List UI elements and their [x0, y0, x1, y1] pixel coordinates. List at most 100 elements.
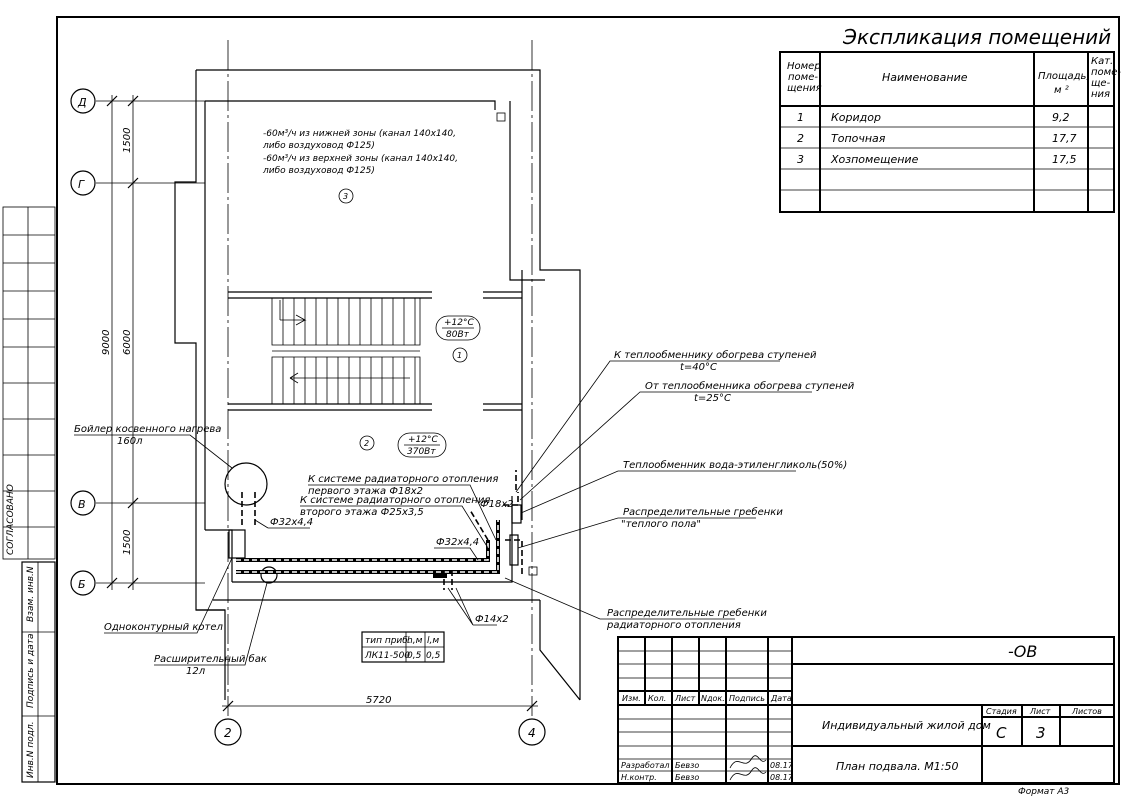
pipe-label-14: Ф14х2 [475, 614, 509, 625]
callout-exp-tank-vol: 12л [186, 666, 206, 677]
header-num-line: поме- [788, 72, 818, 83]
room-tag-3: 3 [343, 192, 348, 201]
vent-note-3: -60м³/ч из верхней зоны (канал 140х140, [263, 154, 458, 164]
floor-manifold [509, 534, 519, 566]
axis-v-label: В [78, 498, 86, 511]
control-signature [729, 767, 767, 781]
header-cat-line: Кат. [1091, 56, 1113, 67]
axis-4-marker [518, 718, 546, 746]
callouts: Бойлер косвенного нагрева 160л Одноконту… [74, 349, 855, 677]
control-date: 08.17 [770, 773, 794, 782]
sheet-header: Лист [1029, 707, 1051, 716]
header-cat-line: ще- [1091, 78, 1111, 89]
header-area-line: Площадь, [1038, 71, 1090, 82]
tb-col-sign: Подпись [729, 694, 765, 703]
axis-d-marker [70, 88, 96, 114]
axis-g-marker [70, 170, 96, 196]
radiator-manifold [433, 571, 447, 578]
callout-exp-tank: Расширительный бак [154, 653, 267, 665]
explication-title: Экспликация помещений [842, 25, 1111, 49]
axis-4-label: 4 [528, 726, 536, 740]
row-num: 3 [797, 153, 804, 166]
developer-signature [729, 755, 767, 769]
row-area: 17,5 [1052, 153, 1077, 166]
axis-d-label: Д [77, 96, 87, 109]
boiler-tank [224, 462, 268, 506]
temp-room2: +12°C [408, 435, 438, 445]
tb-col-list: Лист [674, 694, 696, 703]
agreed-label: СОГЛАСОВАНО [6, 484, 16, 555]
axis-v-marker [70, 490, 96, 516]
callout-from-hx-t: t=25°С [694, 393, 731, 404]
sign-date-label: Подпись и дата [26, 633, 36, 708]
title-block: -ОВ Изм. Кол. Лист Nдок. Подпись Дата Ин… [617, 636, 1115, 797]
tb-col-ndok: Nдок. [701, 694, 725, 703]
header-name: Наименование [882, 71, 968, 84]
vzam-label: Взам. инв.N [26, 566, 36, 622]
sheet-frame [56, 16, 1120, 785]
axis-2-marker [214, 718, 242, 746]
row-name: Коридор [831, 111, 881, 124]
rad-type: ЛК11-500 [364, 651, 410, 661]
callout-rad-first-floor-2: первого этажа Ф18х2 [308, 486, 423, 497]
temp-room1: +12°C [444, 318, 474, 328]
axis-2-label: 2 [224, 726, 232, 740]
tb-col-kol: Кол. [648, 694, 666, 703]
developer-role: Разработал [621, 761, 669, 770]
vent-note-1: -60м³/ч из нижней зоны (канал 140х140, [263, 129, 456, 139]
sheets-header: Листов [1071, 707, 1102, 716]
rad-h-h: h,м [407, 636, 423, 646]
dimensions: 1500 6000 1500 9000 5720 [101, 95, 538, 712]
pipes [236, 470, 523, 590]
room-tag-1: 1 [457, 351, 462, 360]
callout-rad-second-floor-2: второго этажа Ф25х3,5 [300, 507, 424, 518]
inv-label: Инв.N подл. [26, 721, 36, 778]
staircase [271, 297, 421, 405]
callout-rad-second-floor-1: К системе радиаторного отопления [300, 495, 490, 506]
axis-g-label: Г [78, 178, 85, 191]
dim-9000: 9000 [101, 330, 112, 355]
power-room2: 370Вт [407, 447, 436, 457]
callout-boiler-tank: Бойлер косвенного нагрева [74, 424, 221, 435]
drawing-title: План подвала. М1:50 [836, 760, 958, 773]
row-name: Топочная [831, 132, 886, 145]
callout-rad-manifold-2: радиаторного отопления [606, 620, 741, 631]
radiator-table: тип приб. h,м l,м ЛК11-500 0,5 0,5 [361, 631, 445, 663]
rad-h: 0,5 [407, 651, 422, 661]
dim-6000: 6000 [122, 330, 133, 355]
room-labels: 3 1 2 +12°C 80Вт +12°C 370Вт -60м³/ч из … [262, 129, 481, 458]
pipe-label-32-left: Ф32х4,4 [270, 517, 313, 528]
callout-rad-manifold-1: Распределительные гребенки [607, 607, 767, 619]
stage-value: С [996, 724, 1007, 742]
svg-text:Номер поме- щения: Номер поме- щения [787, 61, 824, 94]
left-stamp: СОГЛАСОВАНО Взам. инв.N Подпись и дата И… [2, 206, 56, 783]
header-area-line: м ² [1054, 85, 1069, 96]
vent-note-4: либо воздуховод Ф125) [262, 166, 375, 176]
format-label: Формат А3 [1018, 787, 1070, 797]
tb-col-izm: Изм. [622, 694, 641, 703]
room-tag-2: 2 [364, 439, 369, 448]
row-num: 1 [797, 111, 804, 124]
axis-b-marker [70, 570, 96, 596]
callout-boiler: Одноконтурный котел [104, 622, 223, 633]
header-cat-line: поме- [1091, 67, 1121, 78]
rad-h-type: тип приб. [365, 636, 411, 646]
walls [174, 69, 581, 701]
row-area: 17,7 [1052, 132, 1077, 145]
developer-name: Бевзо [675, 761, 699, 770]
svg-text:Кат. поме- ще-: Кат. поме- ще- ния [1091, 56, 1124, 100]
developer-date: 08.17 [770, 761, 794, 770]
row-name: Хозпомещение [830, 153, 919, 166]
axis-b-label: Б [78, 578, 86, 591]
vent-note-2: либо воздуховод Ф125) [262, 141, 375, 151]
pipe-label-18: Ф18х2 [480, 499, 514, 510]
callout-from-hx: От теплообменника обогрева ступеней [645, 380, 855, 392]
header-num-line: Номер [787, 61, 821, 72]
callout-rad-first-floor-1: К системе радиаторного отопления [308, 474, 498, 485]
header-num-line: щения [787, 83, 822, 94]
stage-header: Стадия [986, 707, 1017, 716]
header-cat-line: ния [1091, 89, 1110, 100]
callout-boiler-tank-vol: 160л [117, 436, 143, 447]
project-name: Индивидуальный жилой дом [822, 719, 991, 732]
